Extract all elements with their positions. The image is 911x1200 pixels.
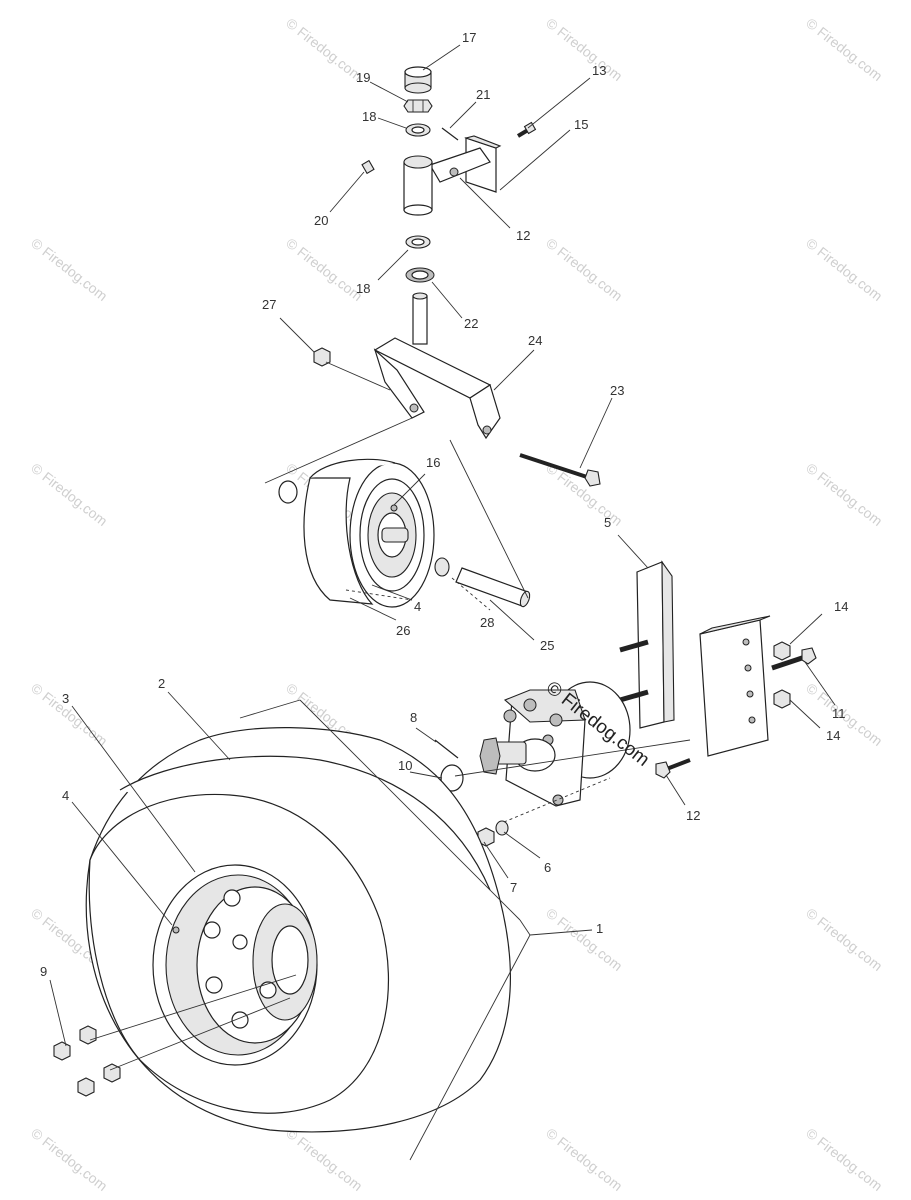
spacer-tube [455,567,531,608]
axle-bolt [519,453,601,487]
callout-13: 13 [592,63,606,78]
callout-27: 27 [262,297,276,312]
callout-24: 24 [528,333,542,348]
callout-18-lower: 18 [356,281,370,296]
watermark: © Firedog.com [803,15,885,84]
lug-nut [77,1077,95,1097]
cotter-pin [434,739,459,759]
watermark: © Firedog.com [543,235,625,304]
watermark: © Firedog.com [803,235,885,304]
watermark: © Firedog.com [803,905,885,974]
callout-26: 26 [396,623,410,638]
watermark: © Firedog.com [28,460,110,529]
bearing-upper [405,123,431,137]
valve-stem [172,926,180,934]
bearing-lower [405,235,431,249]
callout-4-lower: 4 [62,788,69,803]
callout-23: 23 [610,383,624,398]
dust-cap [404,66,432,94]
watermark: © Firedog.com [283,15,365,84]
callout-17: 17 [462,30,476,45]
callout-1: 1 [596,921,603,936]
watermark: © Firedog.com [28,235,110,304]
watermark: © Firedog.com [543,15,625,84]
watermark: © Firedog.com [28,680,110,749]
watermark: © Firedog.com [283,235,365,304]
callout-12-lower: 12 [686,808,700,823]
drive-wheel [53,727,512,1133]
callout-25: 25 [540,638,554,653]
callout-labels: 17 19 21 13 18 15 20 12 18 22 27 24 23 1… [40,30,848,979]
seal [405,267,435,283]
callout-4-upper: 4 [414,599,421,614]
caster-wheel [278,458,531,608]
callout-10: 10 [398,758,412,773]
nut [773,641,791,661]
hub-bushing [381,527,409,543]
bolt [771,647,817,671]
callout-20: 20 [314,213,328,228]
callout-5: 5 [604,515,611,530]
callout-18-upper: 18 [362,109,376,124]
callout-16: 16 [426,455,440,470]
callout-12-upper: 12 [516,228,530,243]
callout-14-upper: 14 [834,599,848,614]
callout-11: 11 [832,706,846,721]
leader-lines [49,44,836,1161]
nut [313,347,331,367]
washer [278,480,298,504]
callout-6: 6 [544,860,551,875]
bolt [516,121,537,138]
watermark: © Firedog.com [543,460,625,529]
lug-nut [103,1063,121,1083]
caster-assembly [313,66,601,487]
watermark: © Firedog.com [803,460,885,529]
callout-9: 9 [40,964,47,979]
cotter-pin [441,127,459,141]
lug-nut [53,1041,71,1061]
watermark: © Firedog.com [543,1125,625,1194]
hydraulic-motor [479,681,631,807]
watermark: © Firedog.com [283,1125,365,1194]
callout-15: 15 [574,117,588,132]
nut [773,689,791,709]
watermark: © Firedog.com [803,1125,885,1194]
bolt [655,758,691,779]
spindle-tube [403,155,433,216]
callout-8: 8 [410,710,417,725]
callout-3: 3 [62,691,69,706]
callout-2: 2 [158,676,165,691]
castle-nut [403,99,433,113]
frame-plate [619,560,771,757]
lock-washer [495,820,509,836]
callout-19: 19 [356,70,370,85]
spacer-washer [434,557,450,577]
caster-yoke [373,292,501,440]
grease-fitting [361,159,375,175]
callout-22: 22 [464,316,478,331]
wheel-motor-assembly [434,560,817,847]
lug-nut [79,1025,97,1045]
mount-bracket [429,135,502,193]
watermark: © Firedog.com [28,1125,110,1194]
callout-21: 21 [476,87,490,102]
callout-7: 7 [510,880,517,895]
watermark: © Firedog.com [543,905,625,974]
callout-14-lower: 14 [826,728,840,743]
callout-28: 28 [480,615,494,630]
